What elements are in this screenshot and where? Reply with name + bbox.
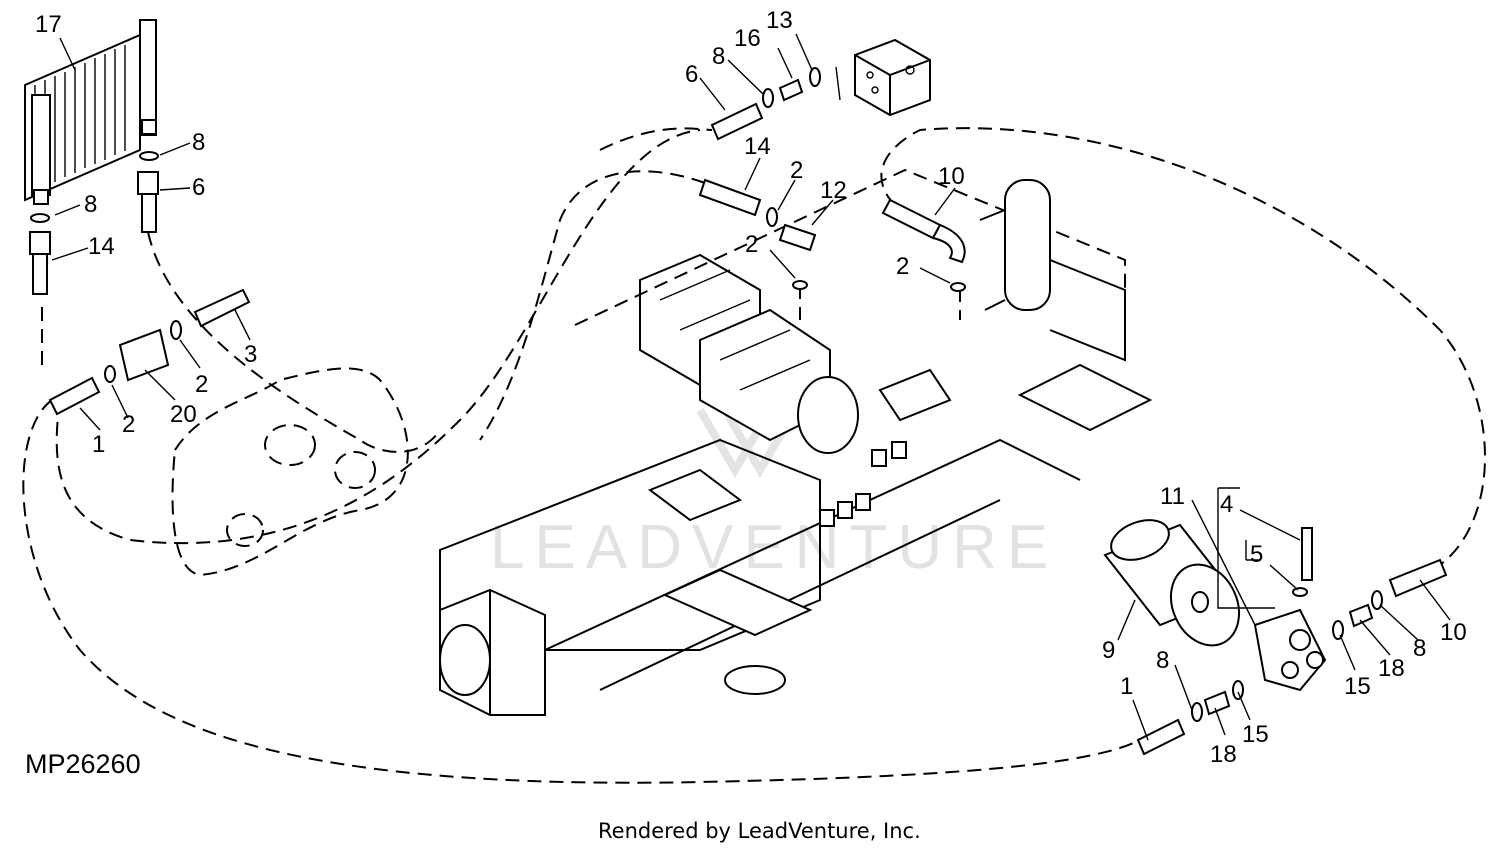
callout-18: 18 (1378, 655, 1405, 682)
callout-8: 8 (84, 191, 97, 218)
valve-block (854, 38, 931, 117)
right-fittings (1136, 527, 1448, 756)
center-hoses (698, 67, 966, 292)
watermark: LEADVENTURE (490, 513, 1058, 582)
callout-2: 2 (122, 411, 135, 438)
filter-housing (1253, 608, 1327, 692)
callout-18: 18 (1210, 741, 1237, 768)
frame-outline (171, 367, 409, 577)
leader-lines (51, 33, 1451, 741)
callout-2: 2 (896, 253, 909, 280)
oil-cooler (24, 19, 157, 205)
callout-9: 9 (1102, 637, 1115, 664)
part-5-bracket (1245, 540, 1260, 561)
callout-20: 20 (170, 401, 197, 428)
callout-1: 1 (1120, 673, 1133, 700)
callout-6: 6 (685, 61, 698, 88)
callout-8: 8 (1413, 635, 1426, 662)
callout-8: 8 (192, 129, 205, 156)
callout-4: 4 (1220, 491, 1233, 518)
left-fittings (29, 151, 251, 416)
footer-credit: Rendered by LeadVenture, Inc. (598, 819, 921, 843)
callout-2: 2 (195, 371, 208, 398)
hydraulic-pump (639, 253, 859, 454)
callout-3: 3 (244, 341, 257, 368)
callout-15: 15 (1242, 721, 1269, 748)
callout-14: 14 (88, 233, 115, 260)
callout-13: 13 (766, 7, 793, 34)
callout-8: 8 (1156, 647, 1169, 674)
callout-1: 1 (92, 431, 105, 458)
callout-16: 16 (734, 25, 761, 52)
callout-10: 10 (1440, 619, 1467, 646)
callout-5: 5 (1250, 541, 1263, 568)
callout-14: 14 (744, 133, 771, 160)
callout-15: 15 (1344, 673, 1371, 700)
main-frame (439, 168, 1153, 716)
callout-17: 17 (35, 11, 62, 38)
callout-8: 8 (712, 43, 725, 70)
frame-fittings (819, 441, 907, 527)
callout-2: 2 (745, 231, 758, 258)
reference-code: MP26260 (25, 749, 141, 779)
callout-6: 6 (192, 174, 205, 201)
oil-filter (1103, 519, 1241, 647)
callouts: 17 8 6 8 14 3 2 20 2 1 6 8 16 13 14 2 12… (35, 7, 1467, 768)
callout-12: 12 (820, 177, 847, 204)
callout-11: 11 (1160, 483, 1185, 510)
callout-10: 10 (938, 163, 965, 190)
callout-2: 2 (790, 157, 803, 184)
hose-routing (22, 127, 1486, 784)
